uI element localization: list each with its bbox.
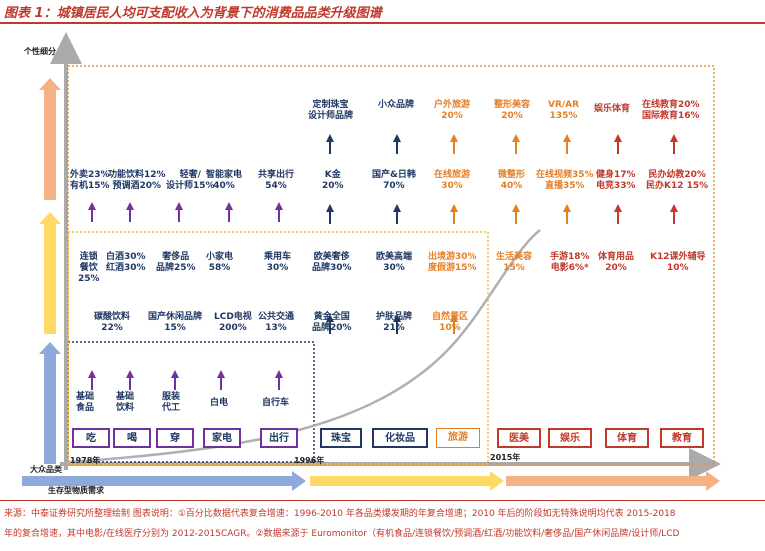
tier3m-item: 功能饮料12%预调酒20%: [108, 170, 166, 191]
footer-note-line1: 来源：中泰证券研究所整理绘制 图表说明：①百分比数据代表复合增速：1996-20…: [4, 509, 676, 519]
arrows-navy: [326, 134, 401, 334]
category-wear: 穿: [156, 428, 194, 448]
arrows-orange: [450, 134, 571, 334]
tier3t-item: 定制珠宝设计师品牌: [308, 100, 354, 121]
category-tourism: 旅游: [436, 428, 480, 448]
tier3m-item: 民办幼教20%民办K12 15%: [646, 170, 709, 191]
tier3m-item: 健身17%电竞33%: [596, 170, 636, 191]
tier1-item: 基础饮料: [116, 392, 135, 413]
page-title: 图表 1：城镇居民人均可支配收入为背景下的消费品品类升级图谱: [4, 6, 382, 21]
category-medical-beauty: 医美: [497, 428, 541, 448]
left-arrow-salmon: [39, 78, 61, 200]
tier2t-item: 欧美奢侈品牌30%: [312, 252, 352, 273]
left-arrow-blue: [39, 342, 61, 464]
year-1978: 1978年: [70, 456, 101, 465]
category-sports: 体育: [605, 428, 649, 448]
tier2t-item: 奢侈品品牌25%: [156, 252, 196, 273]
category-education: 教育: [660, 428, 704, 448]
tier2t-item: 白酒30%红酒30%: [106, 252, 146, 273]
tier2b-item: 黄金全国品牌20%: [312, 312, 352, 333]
y-axis-top-label: 个性细分: [24, 47, 56, 56]
arrows-red: [614, 134, 678, 224]
year-2015: 2015年: [490, 453, 521, 462]
bottom-arrow-salmon: [506, 471, 720, 491]
footer-note-line2: 年的复合增速，其中电影/在线医疗分别为 2012-2015CAGR。②数据来源于…: [4, 529, 680, 539]
category-jewelry: 珠宝: [320, 428, 362, 448]
tier3t-item: 娱乐体育: [594, 104, 631, 114]
arrows-tier1: [88, 202, 283, 390]
tier1-item: 基础食品: [76, 392, 95, 413]
tier1-item: 白电: [210, 398, 229, 408]
tier2t-item: 出境游30%度假游15%: [428, 252, 477, 273]
x-axis-label: 生存型物质需求: [48, 486, 104, 495]
category-drink: 喝: [113, 428, 151, 448]
region-enjoyment: [67, 65, 715, 465]
category-appliance: 家电: [203, 428, 241, 448]
tier1-item: 服装代工: [162, 392, 181, 413]
tier3m-item: 轻奢/设计师15%: [166, 170, 215, 191]
tier3m-item: 在线视频35%直播35%: [536, 170, 594, 191]
tier2t-item: 手游18%电影6%*: [550, 252, 590, 273]
footer-divider: [0, 500, 765, 501]
category-cosmetics: 化妆品: [372, 428, 428, 448]
category-eat: 吃: [72, 428, 110, 448]
category-travel-transport: 出行: [260, 428, 298, 448]
left-arrow-yellow: [39, 212, 61, 334]
category-entertainment: 娱乐: [548, 428, 592, 448]
bottom-arrow-yellow: [310, 471, 504, 491]
y-axis-bottom-label: 大众品类: [30, 465, 62, 474]
year-1996: 1996年: [294, 456, 325, 465]
tier3t-item: 小众品牌: [378, 100, 415, 110]
tier3t-item: 在线教育20%国际教育16%: [642, 100, 700, 121]
bottom-arrow-blue: [22, 471, 306, 491]
tier1-item: 自行车: [262, 398, 290, 408]
title-divider: [0, 22, 765, 24]
tier3m-item: 外卖23%有机15%: [70, 170, 110, 191]
